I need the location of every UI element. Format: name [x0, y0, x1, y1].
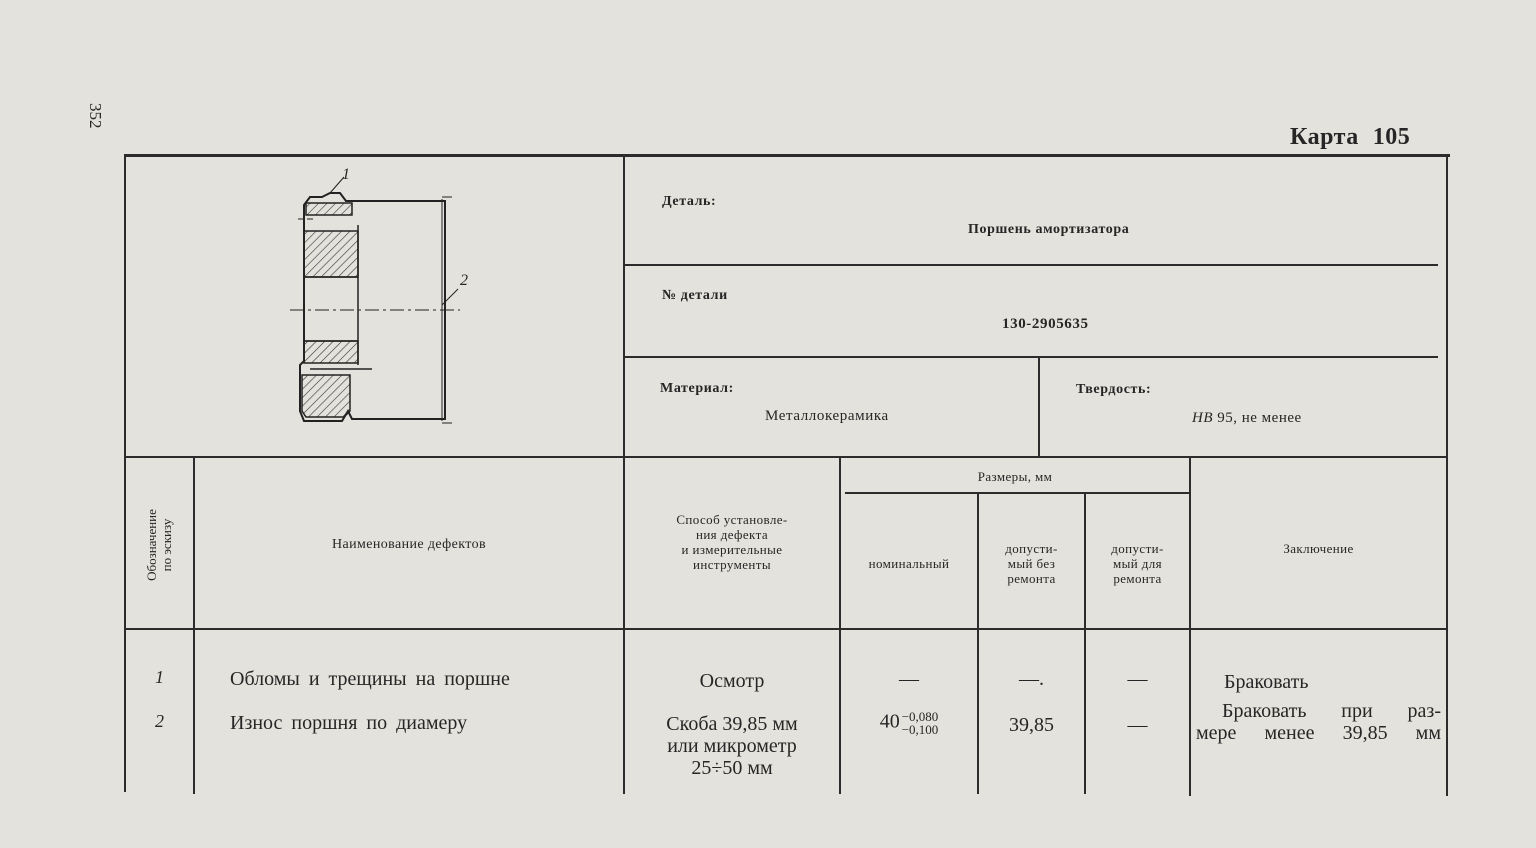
row1-designation: 1 — [155, 667, 164, 687]
row2-nominal-lower: −0,100 — [901, 722, 939, 737]
method-header-line4: инструменты — [693, 557, 771, 572]
allowed-repair-header: допусти- мый для ремонта — [1086, 541, 1189, 586]
material-value: Металлокерамика — [765, 408, 889, 424]
col-divider-2 — [623, 458, 625, 794]
row2-designation: 2 — [155, 711, 164, 731]
row2-nominal-upper: −0,080 — [901, 709, 939, 724]
col-divider-4 — [977, 494, 979, 794]
row2-allowed-no-repair: 39,85 — [1009, 714, 1054, 736]
material-divider — [1038, 358, 1040, 458]
row2-conclusion-line1: Браковать при раз- — [1222, 700, 1441, 722]
part-drawing — [290, 176, 460, 424]
callout-1: 1 — [342, 166, 350, 183]
detail-value: Поршень амортизатора — [968, 222, 1130, 237]
sizes-header: Размеры, мм — [977, 469, 1053, 484]
material-label: Материал: — [660, 381, 734, 396]
hardness-label: Твердость: — [1076, 382, 1152, 397]
method-header-line1: Способ установле- — [676, 512, 788, 527]
allowed-repair-line2: мый для — [1112, 556, 1163, 571]
hardness-prefix: HB — [1192, 410, 1213, 426]
row1-allowed-repair: — — [1127, 668, 1148, 690]
header-bottom-divider — [126, 628, 1446, 630]
page-number: 352 — [86, 103, 105, 129]
defect-name-header: Наименование дефектов — [331, 537, 487, 552]
part-number-value: 130-2905635 — [1002, 316, 1089, 332]
partnum-divider — [625, 356, 1438, 358]
row2-method: Скоба 39,85 мм или микрометр 25÷50 мм — [625, 713, 839, 779]
row2-nominal-base: 40 — [879, 710, 900, 733]
allowed-no-repair-line3: ремонта — [1007, 571, 1056, 586]
method-header-line2: ния дефекта — [695, 527, 769, 542]
allowed-repair-line3: ремонта — [1113, 571, 1162, 586]
detail-divider — [625, 264, 1438, 266]
allowed-no-repair-line2: мый без — [1007, 556, 1056, 571]
method-header: Способ установле- ния дефекта и измерите… — [625, 512, 839, 572]
table-top-border — [124, 154, 1450, 157]
sizes-divider — [845, 492, 1189, 494]
table-left-border — [124, 156, 126, 792]
row2-conclusion-line2: мере менее 39,85 мм — [1196, 722, 1441, 744]
designation-header-line1: Обозначение — [144, 509, 159, 581]
callout-2: 2 — [460, 272, 468, 289]
conclusion-header: Заключение — [1283, 541, 1354, 556]
hardness-rest: 95, не менее — [1217, 410, 1302, 426]
row2-method-line2: или микрометр — [667, 735, 797, 757]
row2-defect: Износ поршня по диамеру — [230, 712, 468, 734]
card-label: Карта — [1290, 124, 1359, 150]
row2-method-line3: 25÷50 мм — [691, 757, 773, 779]
table-right-border — [1446, 156, 1448, 796]
col-divider-1 — [193, 458, 195, 794]
allowed-no-repair-header: допусти- мый без ремонта — [979, 541, 1084, 586]
row2-method-line1: Скоба 39,85 мм — [666, 713, 798, 735]
col-divider-5 — [1084, 494, 1086, 794]
row2-nominal: 40−0,080−0,100 — [841, 710, 977, 736]
card-number: 105 — [1372, 124, 1411, 150]
col-divider-6 — [1189, 458, 1191, 796]
designation-header-line2: по эскизу — [159, 518, 174, 572]
col-divider-3 — [839, 458, 841, 794]
method-header-line3: и измерительные — [681, 542, 783, 557]
row1-allowed-no-repair: —. — [1019, 668, 1044, 690]
drawing-divider — [623, 156, 625, 458]
row2-conclusion: Браковать при раз- мере менее 39,85 мм — [1196, 700, 1441, 744]
part-number-label: № детали — [662, 288, 728, 303]
row1-defect: Обломы и трещины на поршне — [230, 668, 510, 690]
allowed-repair-line1: допусти- — [1111, 541, 1164, 556]
nominal-header: номинальный — [868, 556, 950, 571]
header-top-divider — [126, 456, 1446, 458]
designation-header: Обозначение по эскизу — [109, 509, 209, 581]
row2-allowed-repair: — — [1127, 714, 1148, 736]
row2-nominal-tolerance: −0,080−0,100 — [902, 710, 939, 736]
detail-label: Деталь: — [662, 194, 717, 209]
allowed-no-repair-line1: допусти- — [1005, 541, 1058, 556]
card-title: Карта 105 — [1290, 124, 1410, 151]
row1-method: Осмотр — [699, 670, 765, 692]
row1-conclusion: Браковать — [1224, 671, 1309, 693]
hardness-value: HB 95, не менее — [1192, 410, 1302, 427]
row1-nominal: — — [899, 668, 919, 690]
